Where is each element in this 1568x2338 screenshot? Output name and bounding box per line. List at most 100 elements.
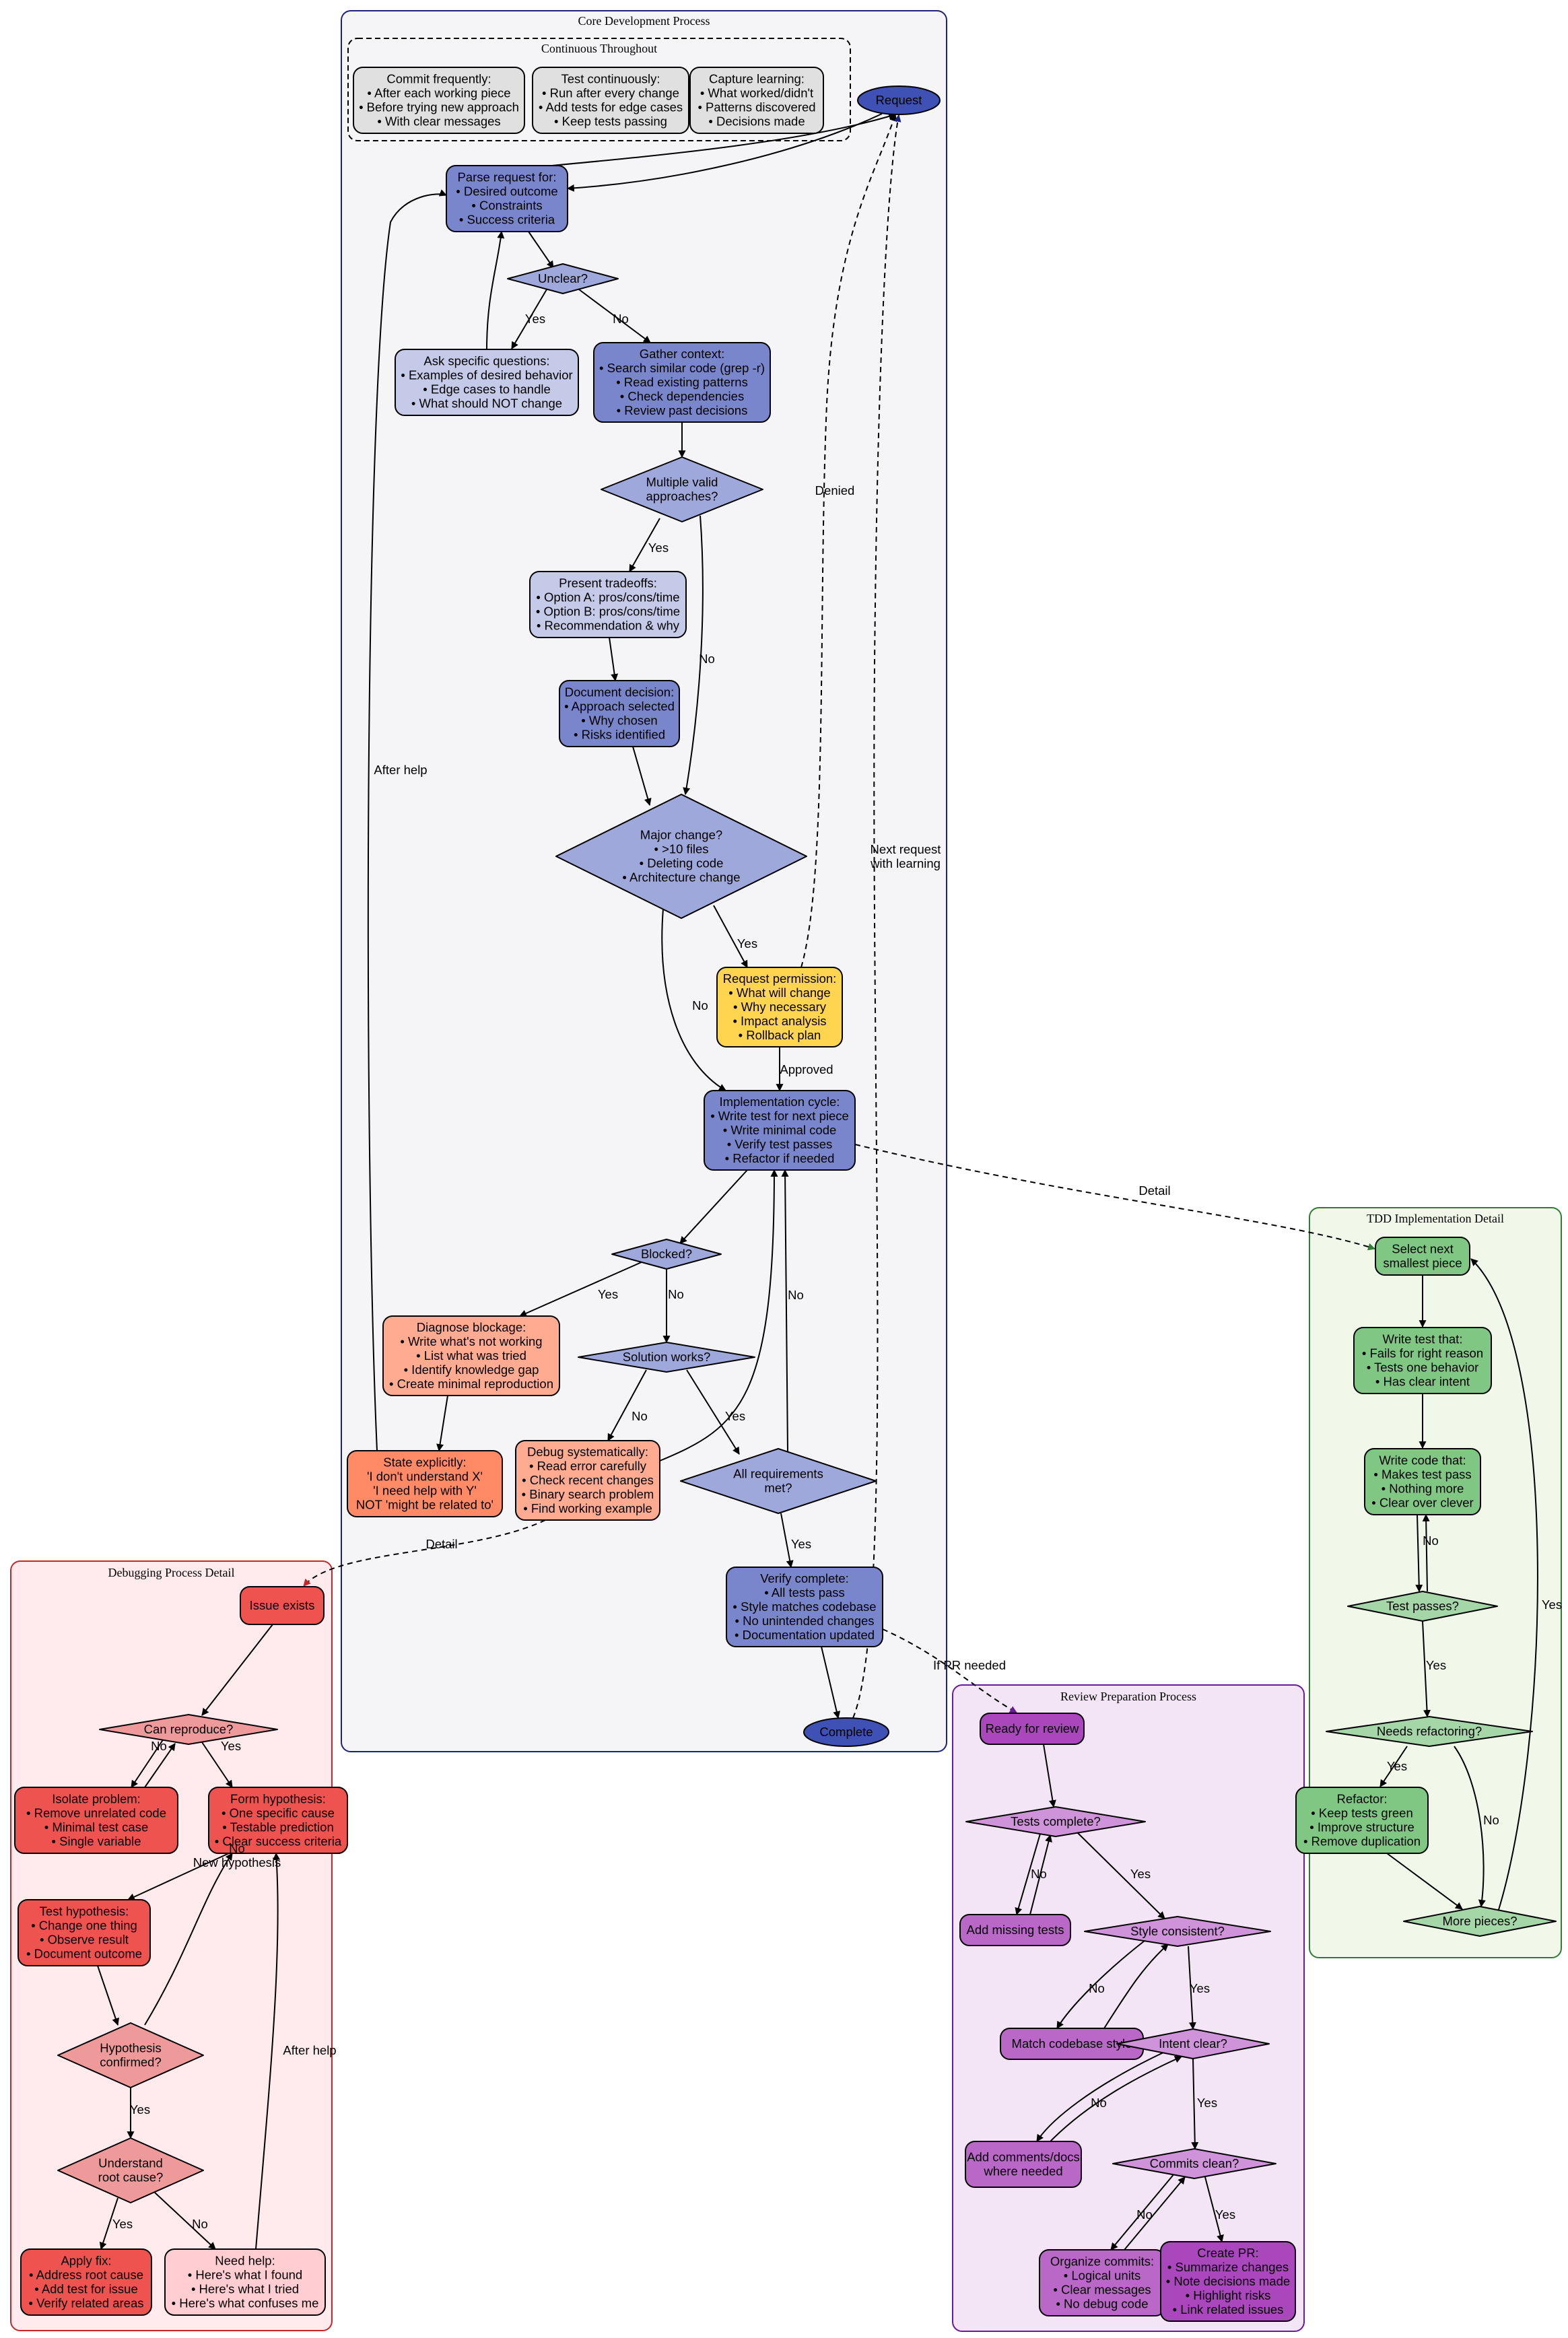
node-add-missing: Add missing tests bbox=[959, 1914, 1071, 1946]
edge-label-denied: Denied bbox=[815, 483, 855, 497]
edge-parse-to-request bbox=[551, 112, 897, 166]
edge-unclear-to-gather bbox=[578, 289, 651, 343]
node-text: • Identify knowledge gap bbox=[404, 1363, 539, 1377]
edge-label-yes: Yes bbox=[1542, 1597, 1562, 1612]
node-reproduce: Can reproduce? bbox=[99, 1714, 278, 1745]
node-text: • Edge cases to handle bbox=[423, 382, 551, 397]
edge-complete-to-request bbox=[852, 114, 901, 1719]
edge-multiple-to-tradeoffs bbox=[629, 518, 660, 572]
edge-label-no: No bbox=[1423, 1534, 1439, 1548]
node-text: • Write test for next piece bbox=[710, 1109, 849, 1123]
node-text: • Rollback plan bbox=[739, 1028, 821, 1042]
node-text: Present tradeoffs: bbox=[559, 576, 657, 590]
edge-hypconf-to-hypothesis bbox=[144, 1853, 233, 2026]
edge-unclear-to-ask bbox=[511, 289, 547, 349]
edge-hypothesis-to-testhyp bbox=[127, 1853, 230, 1900]
cluster-tdd bbox=[1309, 1207, 1562, 1958]
node-match-style: Match codebase style bbox=[1000, 2028, 1144, 2060]
node-text: • Clear success criteria bbox=[215, 1834, 342, 1849]
node-text: Style consistent? bbox=[1130, 1924, 1225, 1938]
node-capture: Capture learning:• What worked/didn't• P… bbox=[689, 67, 824, 134]
node-text: Match codebase style bbox=[1012, 2036, 1132, 2051]
node-intent: Intent clear? bbox=[1116, 2028, 1270, 2059]
edge-more-to-select bbox=[1470, 1258, 1538, 1913]
edge-label-yes: Yes bbox=[737, 936, 757, 951]
node-need-help: Need help:• Here's what I found• Here's … bbox=[164, 2248, 326, 2316]
node-text: • All tests pass bbox=[764, 1585, 845, 1600]
edge-major-to-permission bbox=[713, 905, 748, 968]
edge-label-next-request: with learning bbox=[870, 856, 941, 870]
node-text: • Has clear intent bbox=[1375, 1375, 1470, 1389]
edge-request-to-parse bbox=[566, 113, 883, 192]
node-text: • Why necessary bbox=[733, 1000, 827, 1014]
edge-label-yes: Yes bbox=[221, 1739, 241, 1753]
node-tests-complete: Tests complete? bbox=[965, 1806, 1146, 1837]
node-text: • Document outcome bbox=[26, 1947, 142, 1961]
node-text: • Clear messages bbox=[1053, 2283, 1151, 2297]
node-text: More pieces? bbox=[1442, 1914, 1517, 1928]
node-isolate: Isolate problem:• Remove unrelated code•… bbox=[14, 1787, 178, 1854]
edge-label-no: No bbox=[1136, 2207, 1153, 2222]
node-text: Major change? bbox=[640, 828, 722, 842]
edge-label-next-request: Next request bbox=[871, 842, 941, 856]
edge-debug-to-impl bbox=[659, 1169, 778, 1462]
node-text: Commits clean? bbox=[1150, 2156, 1239, 2170]
node-text: • Logical units bbox=[1064, 2269, 1140, 2283]
edge-state-to-parse bbox=[367, 189, 448, 1451]
edge-label-no: No bbox=[1483, 1813, 1499, 1827]
node-text: • Constraints bbox=[471, 199, 542, 213]
edge-intent-to-commits bbox=[1191, 2058, 1199, 2150]
node-text: Need help: bbox=[215, 2254, 275, 2268]
edge-document-to-major bbox=[632, 746, 652, 806]
node-blocked: Blocked? bbox=[611, 1239, 722, 1270]
node-text: • Decisions made bbox=[708, 114, 805, 129]
edge-blocked-to-diagnose bbox=[518, 1261, 644, 1317]
node-text: • Recommendation & why bbox=[537, 619, 680, 633]
node-permission: Request permission:• What will change• W… bbox=[716, 967, 843, 1047]
node-text: • Here's what I tried bbox=[191, 2282, 299, 2296]
node-text: Blocked? bbox=[641, 1247, 692, 1261]
node-text: Form hypothesis: bbox=[230, 1792, 326, 1806]
node-text: NOT 'might be related to' bbox=[356, 1498, 493, 1512]
edge-needsref-to-more bbox=[1454, 1746, 1486, 1908]
node-test-passes: Test passes? bbox=[1347, 1591, 1498, 1622]
edge-label-no: No bbox=[692, 998, 708, 1012]
edge-isolate-to-reproduce bbox=[144, 1743, 176, 1788]
edge-allreq-to-impl bbox=[781, 1169, 789, 1452]
node-text: Multiple valid bbox=[646, 475, 718, 489]
edge-verify-to-complete bbox=[821, 1646, 841, 1719]
cluster-debug bbox=[10, 1560, 333, 2331]
node-text: • With clear messages bbox=[377, 114, 500, 129]
node-text: State explicitly: bbox=[383, 1455, 466, 1470]
node-request: Request bbox=[857, 85, 941, 115]
edge-testhyp-to-hypconf bbox=[97, 1965, 120, 2026]
node-text: • Observe result bbox=[40, 1933, 129, 1947]
node-text: • After each working piece bbox=[367, 86, 510, 100]
cluster-title-continuous: Continuous Throughout bbox=[541, 42, 657, 55]
node-text: Test passes? bbox=[1386, 1599, 1459, 1613]
node-hypothesis: Form hypothesis:• One specific cause• Te… bbox=[208, 1787, 348, 1854]
node-text: Ready for review bbox=[986, 1721, 1079, 1735]
node-text: • Minimal test case bbox=[44, 1820, 149, 1834]
edge-testpasses-to-writecode bbox=[1422, 1513, 1430, 1592]
node-text: • Read error carefully bbox=[529, 1459, 647, 1473]
node-tradeoffs: Present tradeoffs:• Option A: pros/cons/… bbox=[529, 571, 687, 638]
node-text: Understand bbox=[98, 2156, 163, 2170]
node-write-code: Write code that:• Makes test pass• Nothi… bbox=[1364, 1448, 1481, 1515]
node-text: Request bbox=[876, 93, 922, 107]
node-ready: Ready for review bbox=[980, 1713, 1085, 1745]
edge-permission-to-request bbox=[800, 113, 897, 968]
cluster-continuous bbox=[347, 38, 851, 141]
edge-addcomments-to-intent bbox=[1050, 2056, 1183, 2142]
node-text: • Check dependencies bbox=[620, 389, 744, 403]
edge-label-detail: Detail bbox=[1138, 1183, 1170, 1198]
node-text: Document decision: bbox=[565, 685, 674, 699]
node-text: All requirements bbox=[733, 1467, 823, 1481]
node-text: Write code that: bbox=[1379, 1453, 1466, 1468]
edge-ready-to-tests bbox=[1043, 1744, 1056, 1808]
edge-reproduce-to-isolate bbox=[131, 1736, 166, 1788]
